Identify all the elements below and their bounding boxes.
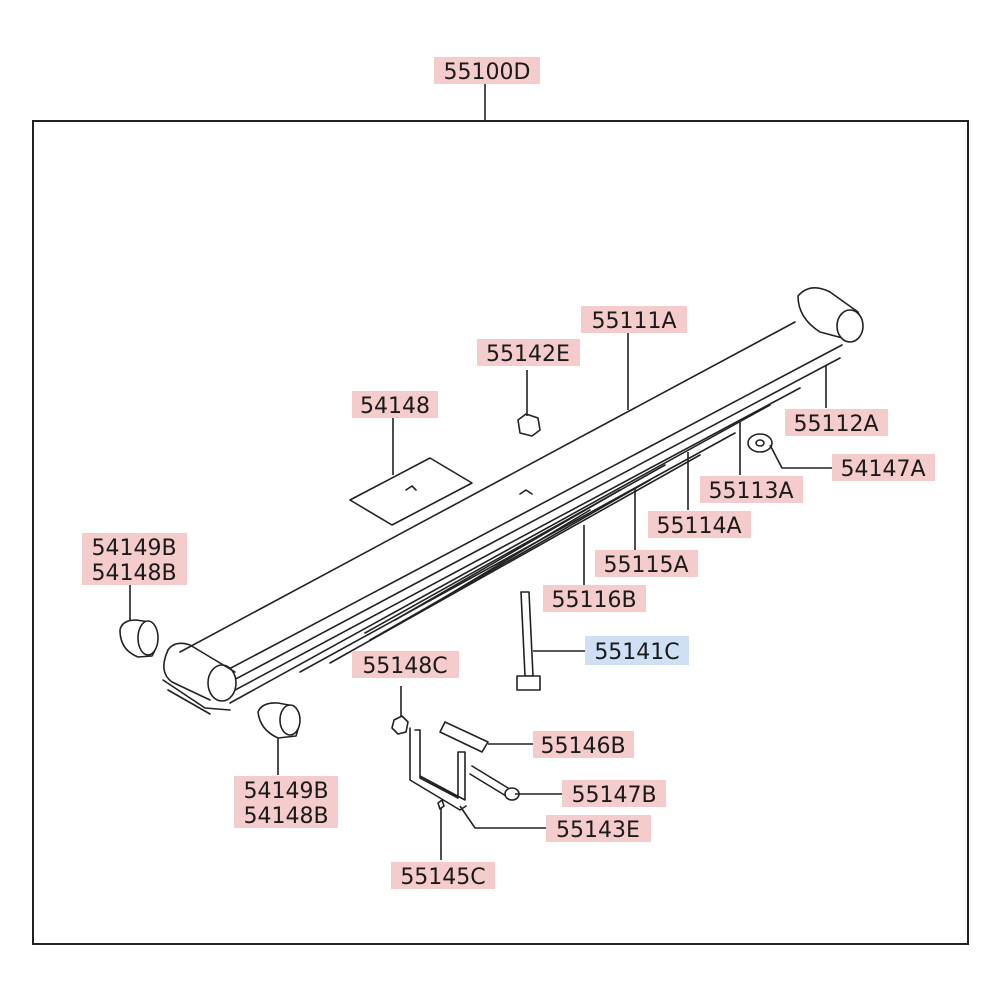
label-text: 54149B (91, 536, 176, 561)
label-text: 55113A (708, 479, 793, 504)
callout-54147A[interactable]: 54147A (832, 454, 935, 482)
callout-54149B-left[interactable]: 54149B (82, 533, 187, 561)
label-bg (785, 409, 888, 436)
callout-55143E[interactable]: 55143E (546, 815, 651, 843)
callout-54148B-bottom[interactable]: 54148B (234, 801, 338, 829)
callout-55141C[interactable]: 55141C (585, 636, 689, 665)
label-bg (585, 636, 689, 665)
label-bg (832, 454, 935, 481)
label-text: 55116B (551, 588, 636, 613)
label-text: 55141C (594, 640, 679, 665)
callout-55111A[interactable]: 55111A (581, 306, 687, 334)
callout-55146B[interactable]: 55146B (533, 731, 634, 759)
callout-55100D[interactable]: 55100D (434, 57, 540, 85)
label-bg (562, 780, 666, 807)
label-bg (700, 476, 803, 503)
label-bg (82, 533, 187, 560)
callout-54149B-bottom[interactable]: 54149B (234, 776, 338, 804)
label-text: 55100D (444, 60, 531, 85)
label-bg (477, 339, 580, 366)
callout-55114A[interactable]: 55114A (648, 511, 751, 539)
label-bg (434, 57, 540, 84)
callout-55147B[interactable]: 55147B (562, 780, 666, 808)
label-bg (391, 862, 495, 889)
label-text: 54148B (243, 804, 328, 829)
leader-lines (129, 333, 832, 860)
label-text: 55145C (400, 865, 485, 890)
label-bg (546, 815, 651, 842)
label-text: 54149B (243, 779, 328, 804)
callout-55145C[interactable]: 55145C (391, 862, 495, 890)
label-bg (82, 558, 187, 585)
label-bg (352, 391, 438, 418)
callout-55112A[interactable]: 55112A (785, 409, 888, 437)
label-bg (533, 731, 634, 758)
label-bg (648, 511, 751, 538)
callout-55113A[interactable]: 55113A (700, 476, 803, 504)
label-text: 55143E (556, 818, 640, 843)
label-bg (234, 776, 338, 803)
callout-54148[interactable]: 54148 (352, 391, 438, 419)
label-text: 54148 (360, 394, 430, 419)
label-text: 55114A (656, 514, 741, 539)
leaf-spring-drawing (119, 287, 864, 811)
label-text: 54148B (91, 561, 176, 586)
label-text: 54147A (840, 457, 925, 482)
label-bg (352, 651, 459, 678)
label-bg (234, 801, 338, 828)
label-text: 55146B (540, 734, 625, 759)
label-text: 55112A (793, 412, 878, 437)
label-text: 55111A (591, 309, 676, 334)
label-text: 55142E (486, 342, 570, 367)
callout-55142E[interactable]: 55142E (477, 339, 580, 367)
label-bg (595, 550, 698, 577)
assembly-frame (32, 120, 969, 945)
callout-55148C[interactable]: 55148C (352, 651, 459, 679)
callout-55116B[interactable]: 55116B (543, 585, 646, 613)
label-text: 55148C (362, 654, 447, 679)
callout-54148B-left[interactable]: 54148B (82, 558, 187, 586)
label-text: 55147B (571, 783, 656, 808)
label-text: 55115A (603, 553, 688, 578)
label-bg (581, 306, 687, 333)
label-bg (543, 585, 646, 612)
callout-55115A[interactable]: 55115A (595, 550, 698, 578)
